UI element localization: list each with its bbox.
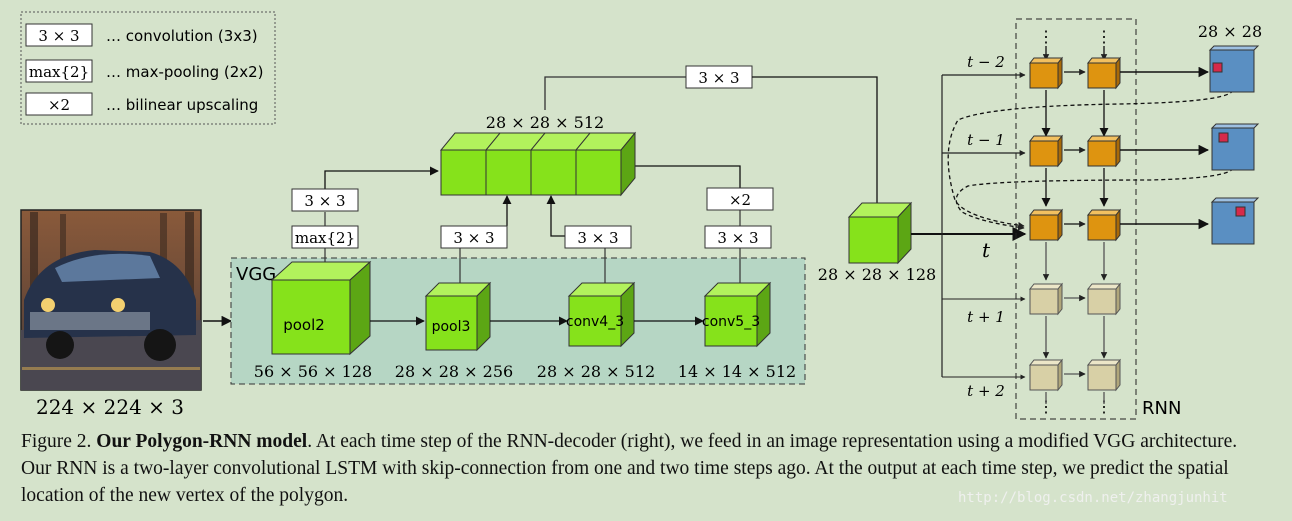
input-dims-label: 224 × 224 × 3 [36, 395, 184, 419]
step-label-t: t [982, 238, 991, 262]
conv4-3-cube: conv4_3 [566, 281, 636, 348]
legend: 3 × 3 … convolution (3x3) max{2} … max-p… [20, 11, 276, 125]
rnn-cell-t+2-l1 [1028, 358, 1064, 392]
legend-conv-text: … convolution (3x3) [106, 27, 258, 45]
legend-upscale-text: … bilinear upscaling [106, 96, 258, 114]
pool3-cube: pool3 [424, 281, 492, 352]
step-label-t-2: t − 2 [967, 53, 1005, 71]
op-box-pool2-conv: 3 × 3 [291, 188, 359, 212]
op-box-top-conv: 3 × 3 [685, 65, 753, 89]
step-label-t-1: t − 1 [967, 131, 1005, 149]
pool3-label: pool3 [432, 319, 471, 335]
rnn-dots-top-right: ⋮ [1096, 27, 1112, 46]
rnn-cell-t+1-l2 [1086, 282, 1122, 316]
legend-upscale-box-label: ×2 [48, 96, 70, 114]
pool2-label: pool2 [283, 316, 325, 334]
watermark: http://blog.csdn.net/zhangjunhit [958, 490, 1228, 506]
concat-dims: 28 × 28 × 512 [486, 113, 604, 132]
rnn-dots-bottom-left: ⋮ [1038, 397, 1054, 416]
output-map-t-1 [1210, 123, 1260, 171]
conv5-3-label: conv5_3 [702, 314, 760, 330]
op-conv5-up-label: ×2 [729, 191, 751, 209]
output-map-t [1210, 197, 1260, 245]
conv5-3-cube: conv5_3 [702, 281, 772, 348]
pool2-cube: pool2 [270, 260, 372, 356]
step-label-t+2: t + 2 [967, 382, 1005, 400]
input-image [20, 209, 202, 391]
rnn-cell-t-1-l2 [1086, 134, 1122, 168]
op-conv4-conv-label: 3 × 3 [577, 229, 618, 247]
step-label-t+1: t + 1 [967, 308, 1005, 326]
rnn-cell-t-2-l2 [1086, 56, 1122, 90]
rnn-cells [1028, 56, 1122, 392]
op-top-conv-label: 3 × 3 [698, 69, 739, 87]
feature-dims: 28 × 28 × 128 [818, 265, 936, 284]
rnn-box [1015, 18, 1137, 420]
caption-body: . At each time step of the RNN-decoder (… [21, 431, 1238, 506]
op-box-pool3-conv: 3 × 3 [440, 225, 508, 249]
caption-prefix: Figure 2. [21, 431, 97, 452]
pool3-dims: 28 × 28 × 256 [395, 362, 513, 381]
conv4-3-dims: 28 × 28 × 512 [537, 362, 655, 381]
op-box-conv4-conv: 3 × 3 [564, 225, 632, 249]
rnn-cell-t-1-l1 [1028, 134, 1064, 168]
polygon-rnn-diagram: 3 × 3 … convolution (3x3) max{2} … max-p… [20, 11, 1262, 420]
output-dims: 28 × 28 [1198, 22, 1262, 41]
output-map-t-2 [1208, 45, 1260, 93]
legend-conv-box [25, 23, 93, 47]
vgg-title: VGG [236, 264, 276, 285]
op-pool3-conv-label: 3 × 3 [453, 229, 494, 247]
rnn-cell-t-2-l1 [1028, 56, 1064, 90]
legend-conv-box-label: 3 × 3 [38, 27, 79, 45]
figure-caption: Figure 2. Our Polygon-RNN model. At each… [21, 428, 1271, 509]
op-box-conv5-conv: 3 × 3 [704, 225, 772, 249]
op-box-conv5-upscale: ×2 [706, 187, 774, 211]
op-conv5-conv-label: 3 × 3 [717, 229, 758, 247]
op-box-pool2-max: max{2} [291, 225, 359, 249]
feature-cube [847, 201, 913, 265]
pool2-dims: 56 × 56 × 128 [254, 362, 372, 381]
caption-title: Our Polygon-RNN model [96, 431, 308, 452]
conv5-3-dims: 14 × 14 × 512 [678, 362, 796, 381]
rnn-cell-t+2-l2 [1086, 358, 1122, 392]
legend-upscale-box [25, 92, 93, 116]
rnn-cell-t+1-l1 [1028, 282, 1064, 316]
legend-maxpool-text: … max-pooling (2x2) [106, 63, 264, 81]
conv4-3-label: conv4_3 [566, 314, 624, 330]
rnn-cell-t-l1 [1028, 208, 1064, 242]
concat-block [439, 131, 637, 197]
legend-maxpool-box [25, 59, 93, 83]
rnn-cell-t-l2 [1086, 208, 1122, 242]
rnn-title: RNN [1142, 398, 1181, 419]
rnn-dots-bottom-right: ⋮ [1096, 397, 1112, 416]
legend-maxpool-box-label: max{2} [29, 63, 89, 81]
op-pool2-conv-label: 3 × 3 [304, 192, 345, 210]
op-pool2-max-label: max{2} [295, 229, 355, 247]
rnn-dots-top-left: ⋮ [1038, 27, 1054, 46]
